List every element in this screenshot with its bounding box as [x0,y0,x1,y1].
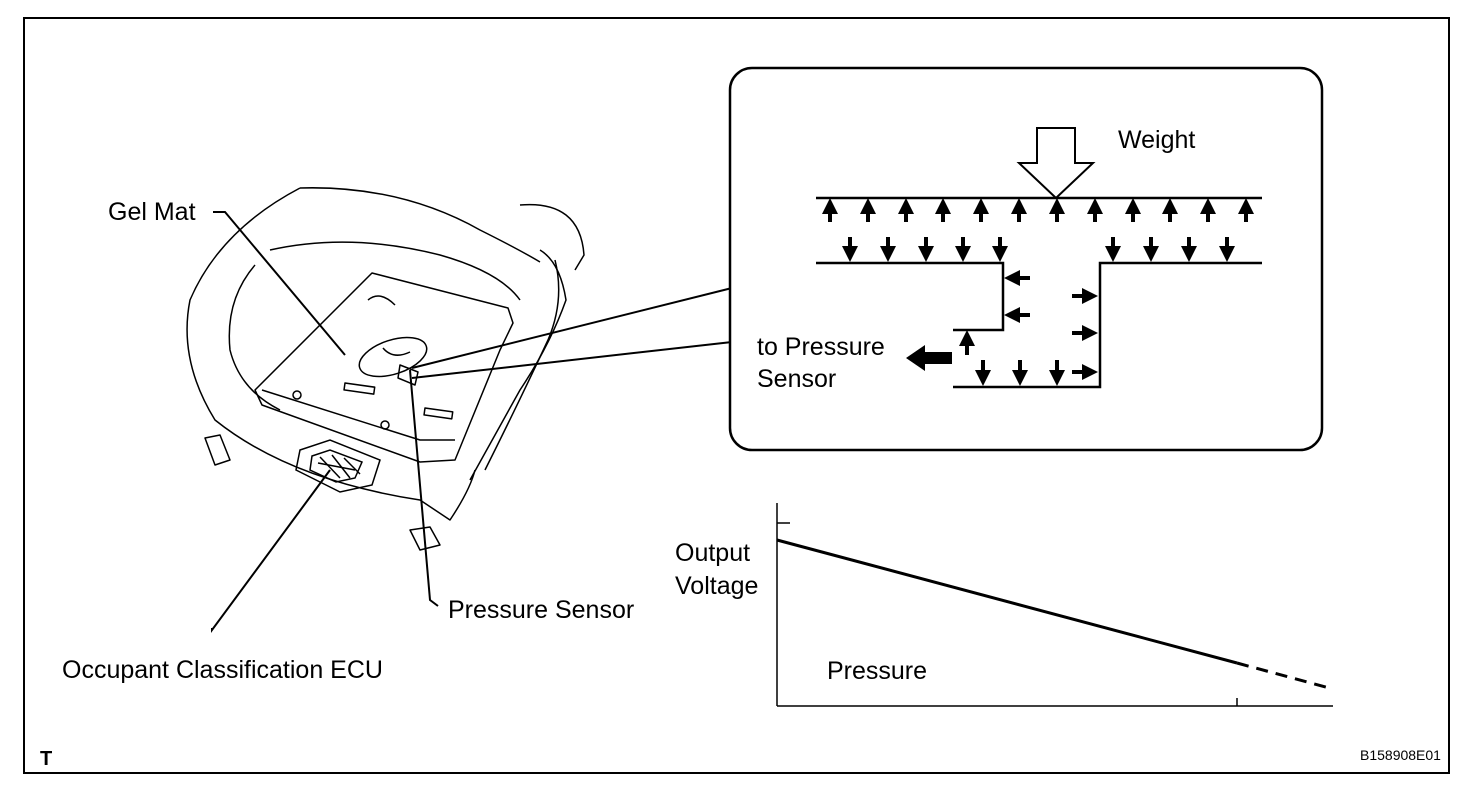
seat-illustration [186,187,585,551]
detail-box [728,66,1324,452]
voltage-line-dashed [1236,661,1334,691]
occupant-ecu-module [295,439,381,493]
corner-mark: T [40,748,52,770]
y-axis-label-2: Voltage [675,572,758,600]
occupant-ecu-label: Occupant Classification ECU [62,656,383,684]
leader-lines [211,211,439,634]
pressure-sensor-label: Pressure Sensor [448,596,634,624]
to-pressure-sensor-label-1: to Pressure [757,333,885,361]
gel-channel [816,196,1262,389]
voltage-line-solid [776,538,1238,665]
gel-mat-label: Gel Mat [108,198,196,226]
weight-label: Weight [1118,126,1195,154]
pressure-arrows [822,198,1254,386]
to-pressure-sensor-label-2: Sensor [757,365,836,393]
y-axis-label-1: Output [675,539,750,567]
x-axis-label: Pressure [827,657,927,685]
voltage-pressure-graph: Output Voltage Pressure [675,503,1334,707]
figure-border [23,17,1450,774]
callout-wedge [411,287,733,379]
outlet-arrow-icon [906,345,952,371]
weight-arrow-icon [1016,127,1096,200]
figure-id: B158908E01 [1360,747,1441,763]
